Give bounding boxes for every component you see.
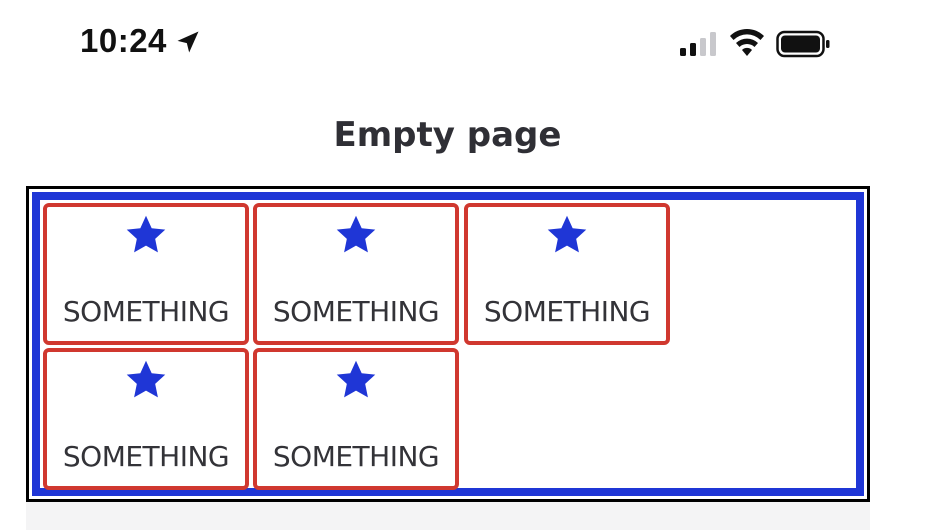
grid-tile[interactable]: SOMETHING xyxy=(464,203,670,345)
wifi-icon xyxy=(730,28,764,56)
status-time: 10:24 xyxy=(80,22,167,59)
grid-tile[interactable]: SOMETHING xyxy=(253,203,459,345)
grid-tile[interactable]: SOMETHING xyxy=(43,348,249,490)
star-icon xyxy=(126,360,166,398)
star-icon xyxy=(126,215,166,253)
grid-tile[interactable]: SOMETHING xyxy=(253,348,459,490)
location-arrow-icon xyxy=(177,31,199,53)
tile-label: SOMETHING xyxy=(272,295,440,328)
tile-label: SOMETHING xyxy=(483,295,651,328)
tile-label: SOMETHING xyxy=(62,440,230,473)
grid-outer-frame: SOMETHING SOMETHING SOMETHING SOMETHING xyxy=(26,186,870,502)
tile-label: SOMETHING xyxy=(272,440,440,473)
grid-container: SOMETHING SOMETHING SOMETHING SOMETHING xyxy=(32,192,864,496)
star-icon xyxy=(336,360,376,398)
page-title: Empty page xyxy=(333,115,562,155)
tile-label: SOMETHING xyxy=(62,295,230,328)
bottom-strip xyxy=(26,502,870,530)
cellular-signal-icon xyxy=(680,32,716,56)
star-icon xyxy=(336,215,376,253)
status-bar: 10:24 xyxy=(0,0,927,90)
grid-tile[interactable]: SOMETHING xyxy=(43,203,249,345)
star-icon xyxy=(547,215,587,253)
battery-icon xyxy=(776,30,830,58)
